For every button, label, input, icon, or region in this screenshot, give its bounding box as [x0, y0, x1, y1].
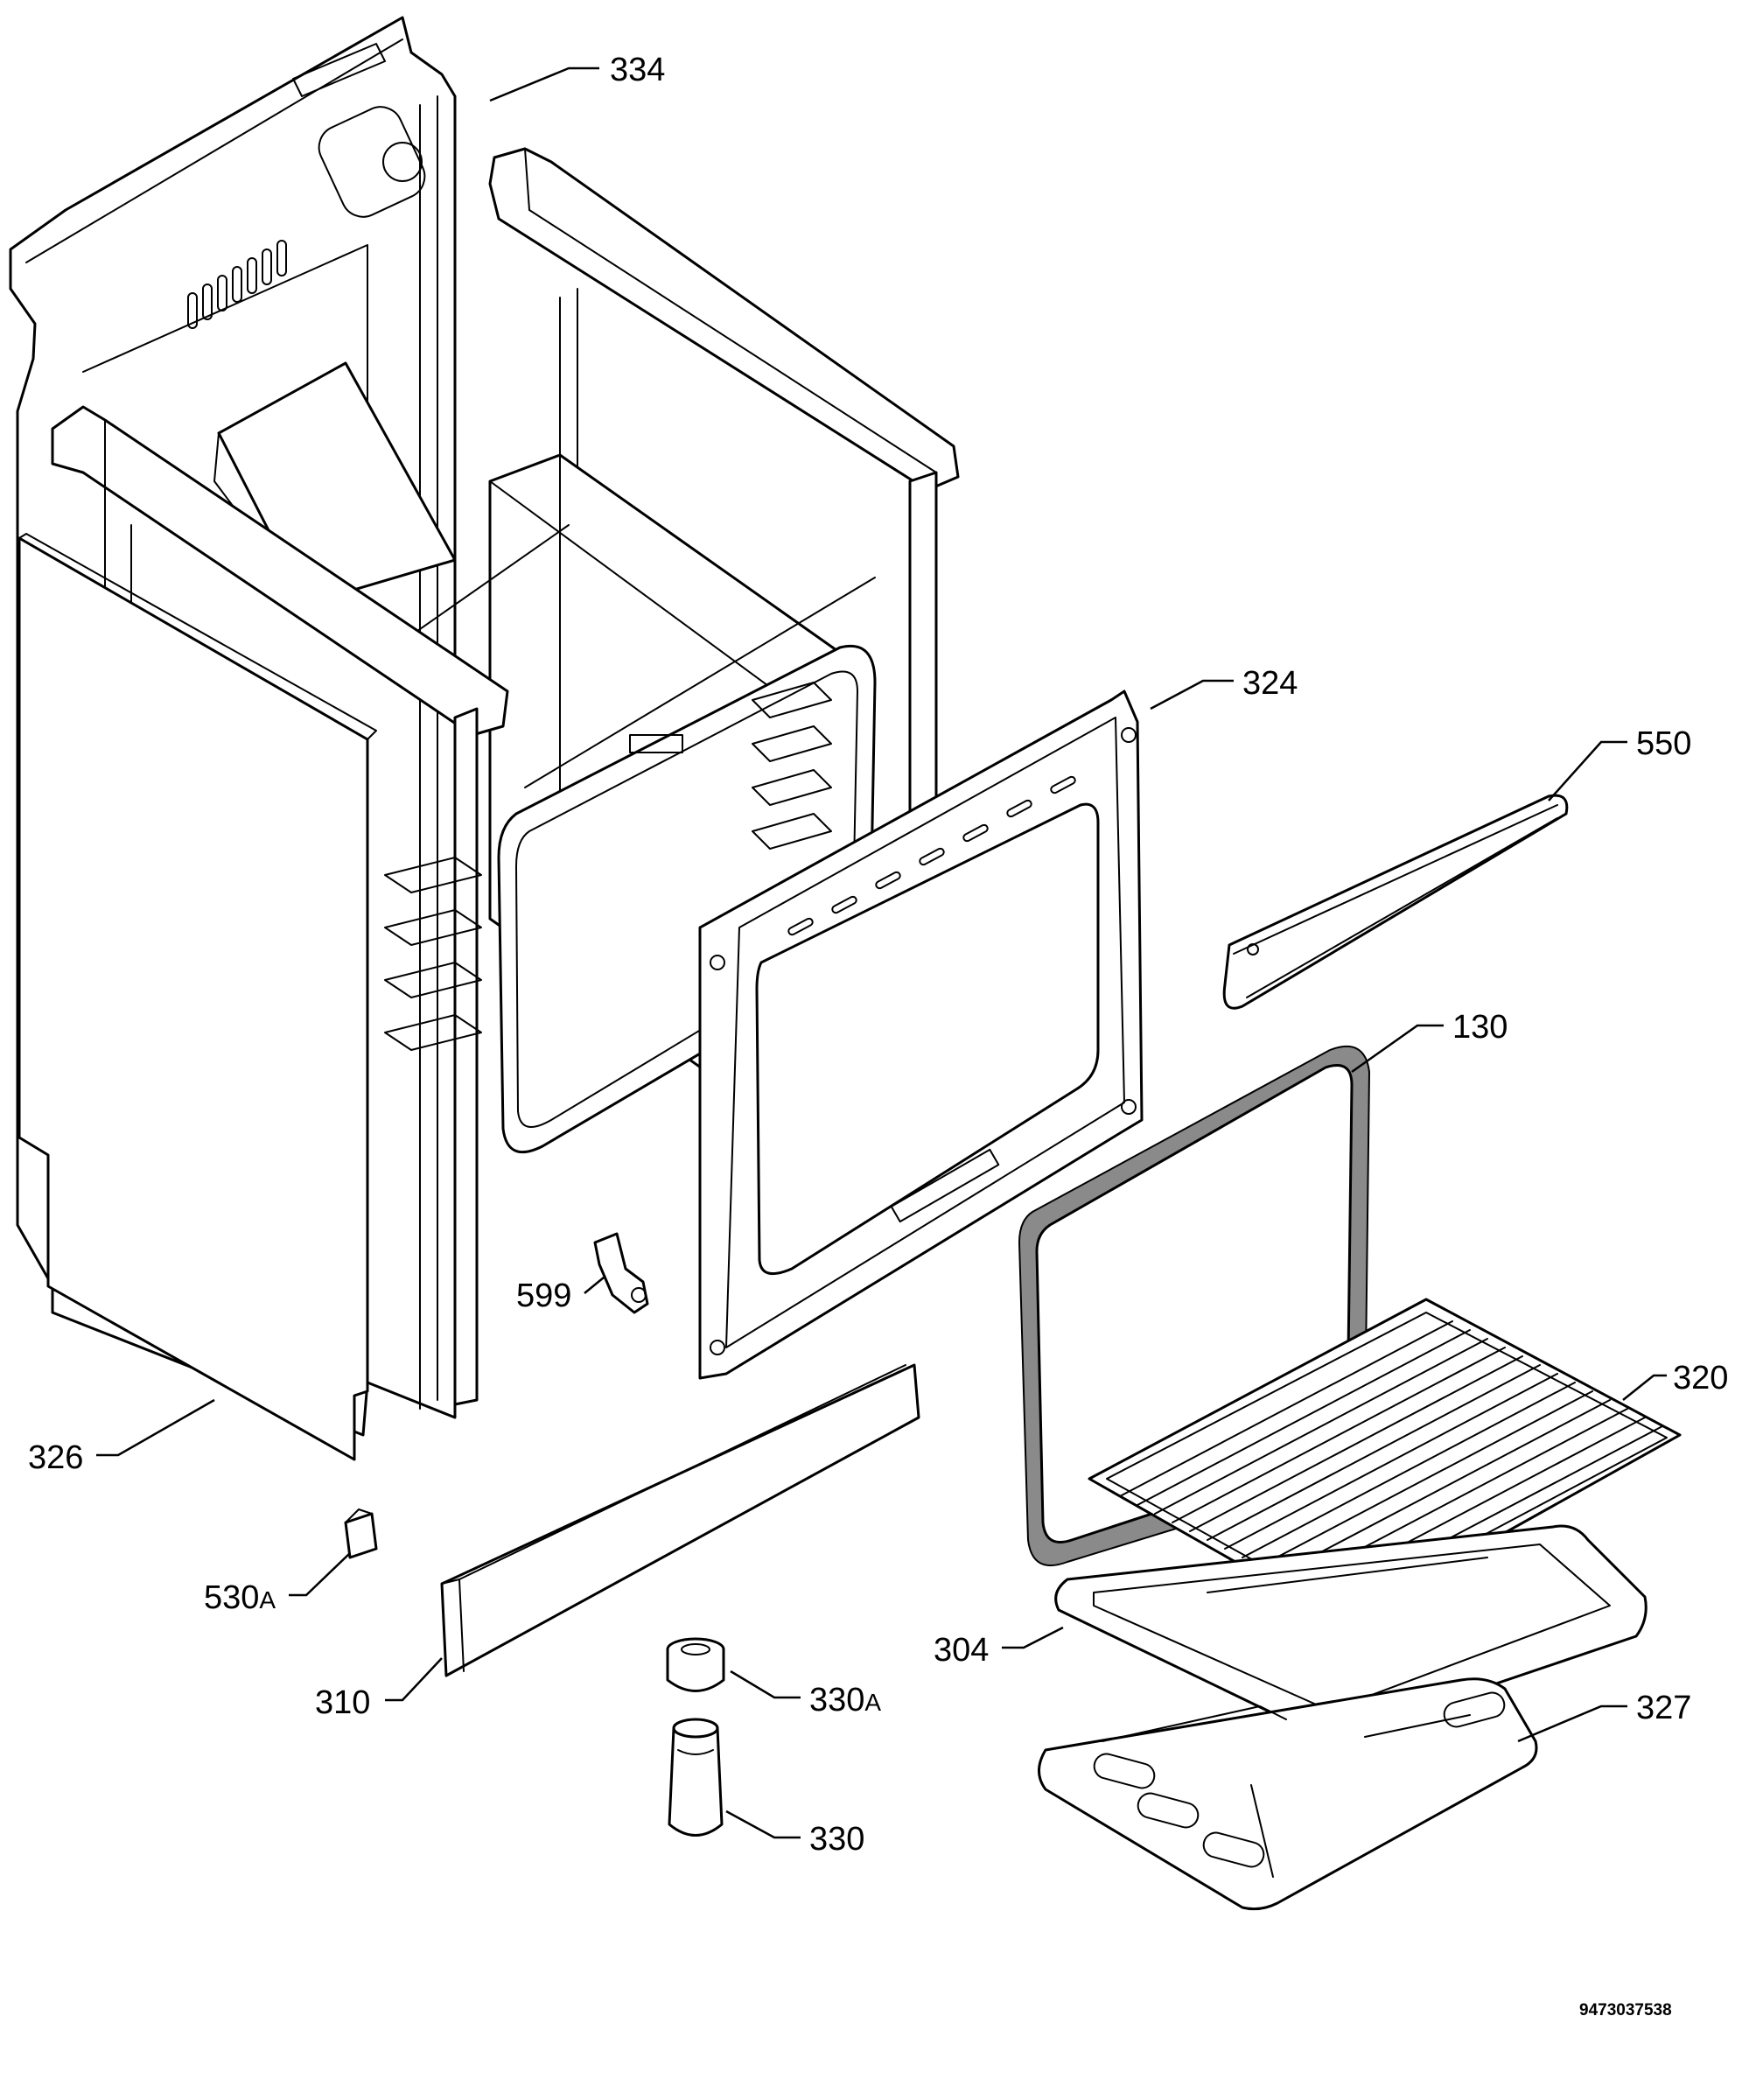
- callout-530a: 530A: [204, 1579, 276, 1616]
- part-599-bracket: [593, 1232, 649, 1314]
- leader-330a: [730, 1670, 801, 1699]
- callout-334: 334: [610, 52, 665, 88]
- callout-304: 304: [934, 1632, 989, 1669]
- shelf-runners: [384, 682, 832, 1051]
- leader-550: [1548, 740, 1627, 802]
- callout-310: 310: [315, 1684, 370, 1721]
- leader-599: [584, 1277, 605, 1294]
- part-310-kick-plate: [440, 1363, 920, 1677]
- part-304-baking-tray: [1054, 1524, 1648, 1740]
- leader-334: [489, 66, 599, 102]
- callout-327: 327: [1636, 1690, 1691, 1726]
- callout-550: 550: [1636, 725, 1691, 762]
- part-530a-clip: [344, 1508, 378, 1559]
- leader-130: [1351, 1024, 1444, 1074]
- leader-lines: [96, 66, 1667, 1839]
- callout-320: 320: [1673, 1360, 1728, 1396]
- part-550-trim-strip: [1222, 794, 1569, 1010]
- leader-310: [385, 1657, 443, 1702]
- callout-330: 330: [809, 1821, 864, 1858]
- callout-330a: 330A: [809, 1682, 881, 1718]
- side-frame-rail: [51, 405, 509, 1406]
- leader-324: [1150, 679, 1234, 710]
- callout-330a-suffix: A: [864, 1689, 881, 1716]
- leader-327: [1517, 1704, 1627, 1743]
- part-330a-foot-cap: [666, 1637, 725, 1692]
- callout-130: 130: [1452, 1009, 1508, 1046]
- part-330-foot: [668, 1718, 724, 1837]
- document-id: 9473037538: [1579, 2001, 1672, 2020]
- leader-326: [96, 1398, 215, 1457]
- part-327-bottom-plate: [1038, 1677, 1538, 1911]
- leader-320: [1622, 1374, 1667, 1401]
- leader-530a: [289, 1552, 351, 1597]
- vent-slots: [187, 240, 287, 329]
- part-324-door-frame: [698, 690, 1144, 1380]
- callout-324: 324: [1242, 665, 1298, 702]
- part-326-side-panel: [17, 533, 377, 1461]
- callout-labels: 334 324 550 130 599 320 326 530A 304 310…: [28, 52, 1728, 1858]
- callout-530a-number: 530: [204, 1579, 259, 1616]
- callout-330a-number: 330: [809, 1682, 864, 1718]
- leader-330: [725, 1810, 801, 1839]
- callout-599: 599: [516, 1278, 571, 1314]
- leader-304: [1002, 1626, 1064, 1649]
- door-frame-slots: [787, 775, 1076, 936]
- callout-326: 326: [28, 1439, 83, 1476]
- callout-530a-suffix: A: [259, 1586, 276, 1614]
